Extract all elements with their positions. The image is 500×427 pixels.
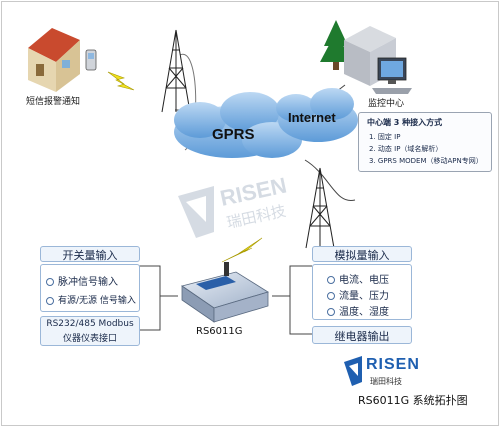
device-label: RS6011G	[196, 326, 243, 337]
access-item-1: 1. 固定 IP	[369, 133, 401, 141]
access-item-3: 3. GPRS MODEM（移动APN专网）	[369, 157, 483, 165]
serial-line-2: 仪器仪表接口	[62, 334, 117, 344]
risen-logo	[344, 356, 362, 386]
digital-input-item-2-text: 有源/无源 信号输入	[58, 296, 136, 306]
logo-brand-cn: 瑞田科技	[370, 377, 402, 386]
watermark-logo: RISEN 瑞田科技	[178, 172, 289, 238]
bullet-icon	[327, 292, 335, 300]
rs6011g-device-icon	[181, 262, 269, 323]
relay-output-box: 继电器输出	[312, 326, 412, 344]
digital-input-item-1: 脉冲信号输入	[46, 273, 118, 288]
internet-label: Internet	[288, 110, 336, 125]
access-item-2: 2. 动态 IP（域名解析）	[369, 145, 443, 153]
analog-input-item-3-text: 温度、湿度	[339, 307, 389, 318]
lightning-device	[221, 237, 263, 263]
analog-input-item-1-text: 电流、电压	[339, 275, 389, 286]
monitor-center-label: 监控中心	[368, 99, 405, 109]
relay-output-title: 继电器输出	[334, 330, 390, 343]
analog-input-item-2-text: 流量、压力	[339, 291, 389, 302]
link-cloud-tower	[304, 159, 356, 201]
gprs-cloud	[174, 92, 302, 158]
gprs-tower-left-icon	[161, 29, 191, 113]
digital-input-title: 开关量输入	[62, 249, 118, 262]
bullet-icon	[327, 276, 335, 284]
analog-input-title: 模拟量输入	[334, 249, 390, 262]
gprs-label: GPRS	[212, 126, 255, 143]
bullet-icon	[327, 308, 335, 316]
digital-input-list: 脉冲信号输入 有源/无源 信号输入	[40, 264, 140, 312]
internet-cloud	[276, 88, 358, 142]
diagram-title: RS6011G 系统拓扑图	[358, 394, 468, 407]
house-icon	[28, 28, 80, 92]
access-methods-box: 中心端 3 种接入方式 1. 固定 IP 2. 动态 IP（域名解析） 3. G…	[358, 112, 492, 172]
analog-input-list: 电流、电压 流量、压力 温度、湿度	[312, 264, 412, 320]
digital-input-header: 开关量输入	[40, 246, 140, 262]
analog-input-item-1: 电流、电压	[327, 271, 389, 286]
computer-icon	[372, 57, 412, 94]
mobile-phone-icon	[85, 49, 97, 71]
bullet-icon	[46, 296, 54, 305]
analog-input-header: 模拟量输入	[312, 246, 412, 262]
logo-brand: RISEN	[366, 356, 420, 373]
sms-alarm-label: 短信报警通知	[26, 97, 81, 107]
lightning-house	[107, 71, 135, 91]
gprs-tower-right-icon	[305, 167, 335, 249]
digital-input-item-2: 有源/无源 信号输入	[46, 293, 136, 306]
analog-input-item-2: 流量、压力	[327, 287, 389, 302]
serial-line-1: RS232/485 Modbus	[46, 319, 134, 329]
analog-input-item-3: 温度、湿度	[327, 303, 389, 318]
serial-interface-box: RS232/485 Modbus 仪器仪表接口	[40, 316, 140, 346]
bullet-icon	[46, 278, 54, 286]
digital-input-item-1-text: 脉冲信号输入	[58, 277, 118, 288]
access-title: 中心端 3 种接入方式	[367, 118, 443, 127]
